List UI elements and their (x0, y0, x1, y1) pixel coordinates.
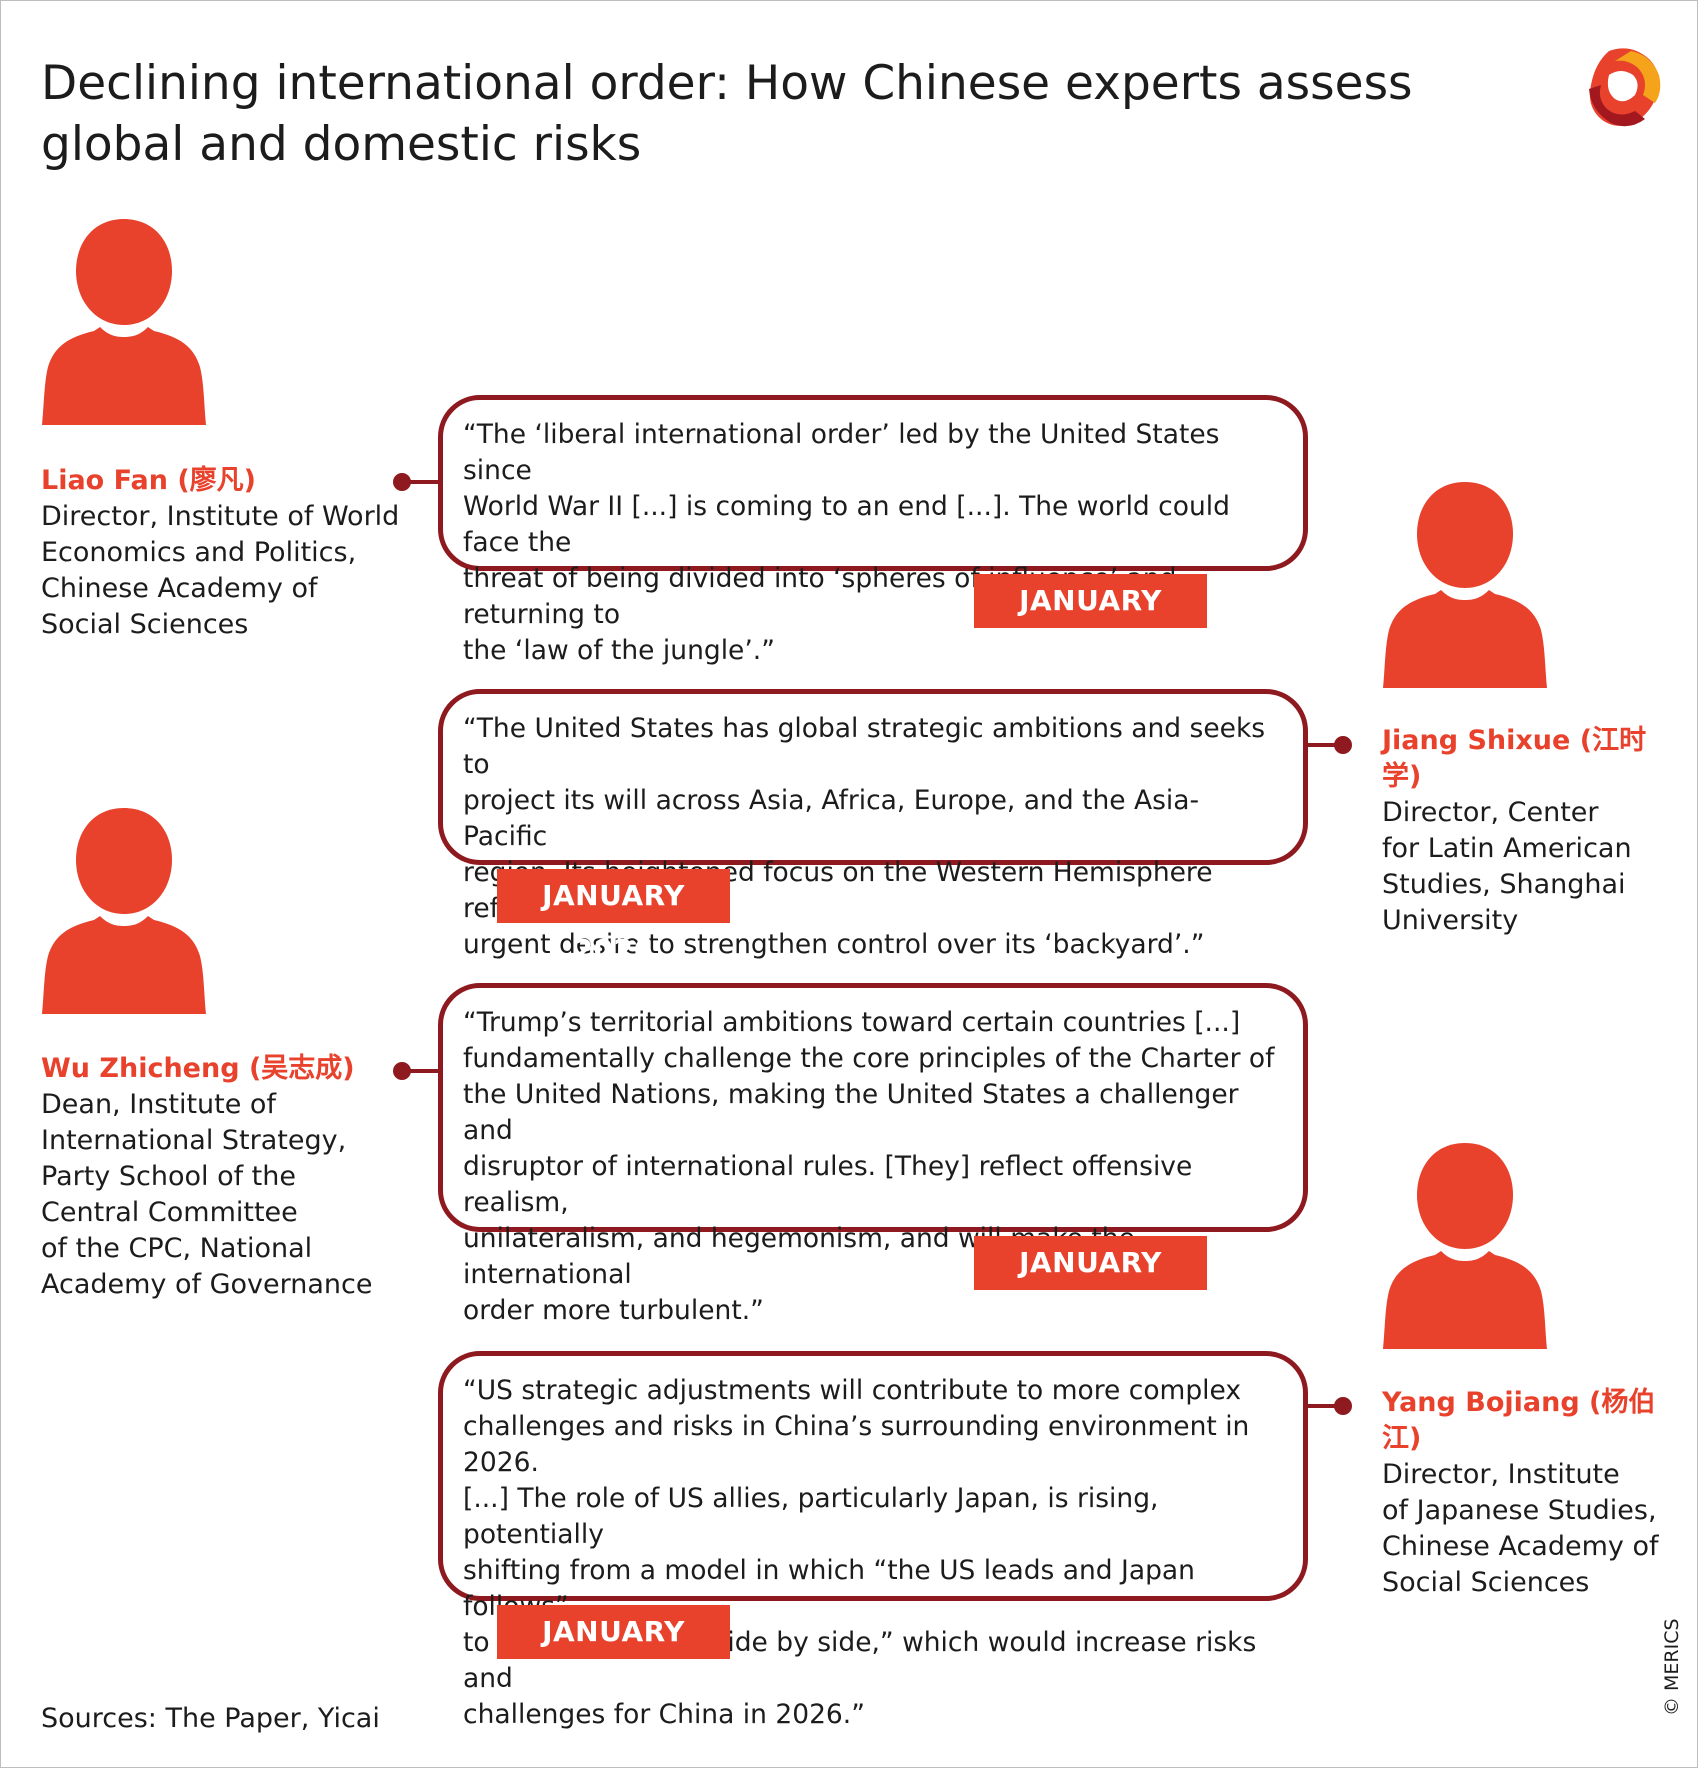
date-badge: JANUARY 2026 (974, 1236, 1207, 1333)
quote-bubble: “The ‘liberal international order’ led b… (438, 395, 1308, 666)
expert-name: Jiang Shixue (江时学) (1382, 725, 1647, 792)
date-badge: JANUARY 2026 (497, 1605, 730, 1702)
page-title: Declining international order: How Chine… (41, 56, 1413, 172)
connector-line (1303, 743, 1343, 747)
person-silhouette-icon (1383, 482, 1547, 688)
person-silhouette-icon (42, 808, 206, 1014)
connector-line (1303, 1404, 1343, 1408)
copyright-note: © MERICS (1661, 1618, 1683, 1716)
expert-role: Director, Institute of World Economics a… (41, 501, 400, 640)
expert-liao-fan: Liao Fan (廖凡) Director, Institute of Wor… (41, 463, 401, 643)
expert-name: Wu Zhicheng (吴志成) (41, 1053, 355, 1084)
expert-jiang-shixue: Jiang Shixue (江时学) Director, Center for … (1382, 723, 1682, 939)
quote-bubble: “US strategic adjustments will contribut… (438, 1351, 1308, 1730)
connector-dot (1334, 1397, 1352, 1415)
person-silhouette-icon (1383, 1143, 1547, 1349)
connector-dot (393, 1062, 411, 1080)
person-silhouette-icon (42, 219, 206, 425)
connector-line (403, 1069, 443, 1073)
connector-line (403, 480, 443, 484)
expert-role: Dean, Institute of International Strateg… (41, 1089, 373, 1300)
quote-bubble: “Trump’s territorial ambitions toward ce… (438, 983, 1308, 1326)
connector-dot (393, 473, 411, 491)
connector-dot (1334, 736, 1352, 754)
expert-name: Liao Fan (廖凡) (41, 465, 257, 496)
expert-name: Yang Bojiang (杨伯江) (1382, 1387, 1656, 1454)
expert-role: Director, Institute of Japanese Studies,… (1382, 1459, 1659, 1598)
expert-wu-zhicheng: Wu Zhicheng (吴志成) Dean, Institute of Int… (41, 1051, 401, 1303)
sources-note: Sources: The Paper, Yicai (41, 1703, 380, 1734)
expert-yang-bojiang: Yang Bojiang (杨伯江) Director, Institute o… (1382, 1385, 1682, 1601)
quote-bubble: “The United States has global strategic … (438, 689, 1308, 960)
expert-role: Director, Center for Latin American Stud… (1382, 797, 1632, 936)
date-badge: JANUARY 2026 (974, 574, 1207, 671)
merics-logo (1589, 48, 1661, 127)
date-badge: JANUARY 2026 (497, 869, 730, 966)
